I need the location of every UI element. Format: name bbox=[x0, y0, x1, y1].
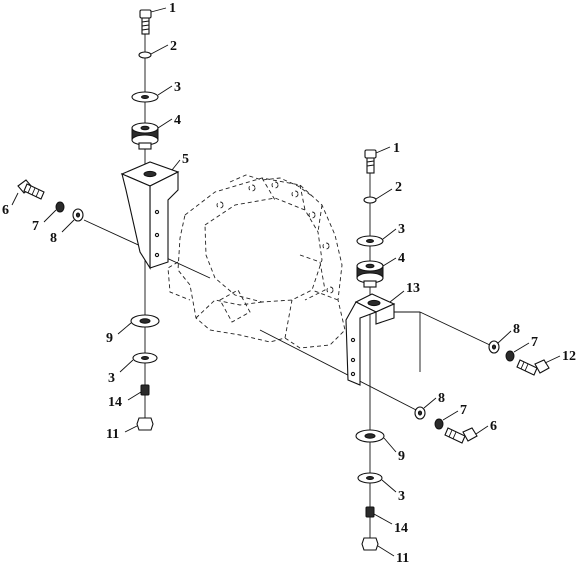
callout-left-6: 6 bbox=[2, 203, 9, 218]
callout-left-7: 7 bbox=[32, 219, 39, 234]
callout-right-7-upper: 7 bbox=[531, 335, 538, 350]
callout-left-14: 14 bbox=[108, 395, 122, 410]
right-snubbing-washer bbox=[355, 429, 385, 443]
left-rubber-mount bbox=[131, 122, 159, 150]
callout-right-3-bottom: 3 bbox=[398, 489, 405, 504]
right-spring-washer bbox=[365, 506, 375, 518]
callout-right-8-lower: 8 bbox=[438, 391, 445, 406]
callout-left-11: 11 bbox=[106, 427, 119, 442]
transmission-housing bbox=[167, 174, 346, 349]
left-spring-washer bbox=[140, 384, 150, 396]
callout-left-8: 8 bbox=[50, 231, 57, 246]
right-flat-washer-bottom bbox=[357, 472, 383, 484]
left-side-lock-washer bbox=[55, 201, 65, 213]
callout-right-11: 11 bbox=[396, 551, 409, 564]
right-lower-bolt bbox=[444, 427, 478, 444]
callout-right-1: 1 bbox=[393, 141, 400, 156]
callout-right-9: 9 bbox=[398, 449, 405, 464]
right-bracket bbox=[345, 293, 396, 386]
right-bolt bbox=[364, 149, 377, 174]
callout-left-4: 4 bbox=[174, 113, 181, 128]
left-side-bolt bbox=[17, 179, 45, 200]
callout-left-2: 2 bbox=[170, 39, 177, 54]
callout-right-2: 2 bbox=[395, 180, 402, 195]
callout-left-5: 5 bbox=[182, 152, 189, 167]
callout-left-3-top: 3 bbox=[174, 80, 181, 95]
callout-right-6: 6 bbox=[490, 419, 497, 434]
right-lower-flat-washer bbox=[414, 406, 426, 420]
callout-right-4: 4 bbox=[398, 251, 405, 266]
right-upper-lock-washer bbox=[505, 350, 515, 362]
right-flat-washer-top bbox=[356, 235, 384, 247]
right-upper-flat-washer bbox=[488, 340, 500, 354]
right-small-washer bbox=[363, 196, 377, 204]
callout-right-13: 13 bbox=[406, 281, 420, 296]
left-small-washer bbox=[138, 51, 152, 59]
left-flat-washer-top bbox=[131, 91, 159, 103]
callout-right-14: 14 bbox=[394, 521, 408, 536]
left-side-flat-washer bbox=[72, 208, 84, 222]
right-upper-bolt bbox=[516, 359, 550, 376]
left-snubbing-washer bbox=[130, 314, 160, 328]
callout-left-1: 1 bbox=[169, 1, 176, 16]
callout-right-3-top: 3 bbox=[398, 222, 405, 237]
right-lower-lock-washer bbox=[434, 418, 444, 430]
callout-left-3-bottom: 3 bbox=[108, 371, 115, 386]
left-nut bbox=[136, 417, 154, 431]
callout-right-7-lower: 7 bbox=[460, 403, 467, 418]
left-flat-washer-bottom bbox=[132, 352, 158, 364]
right-nut bbox=[361, 537, 379, 551]
callout-left-9: 9 bbox=[106, 331, 113, 346]
callout-right-12: 12 bbox=[562, 349, 576, 364]
right-rubber-mount bbox=[356, 260, 384, 288]
callout-leader-lines bbox=[11, 7, 561, 557]
left-bracket bbox=[120, 161, 180, 270]
callout-right-8-upper: 8 bbox=[513, 322, 520, 337]
left-bolt bbox=[139, 9, 152, 35]
